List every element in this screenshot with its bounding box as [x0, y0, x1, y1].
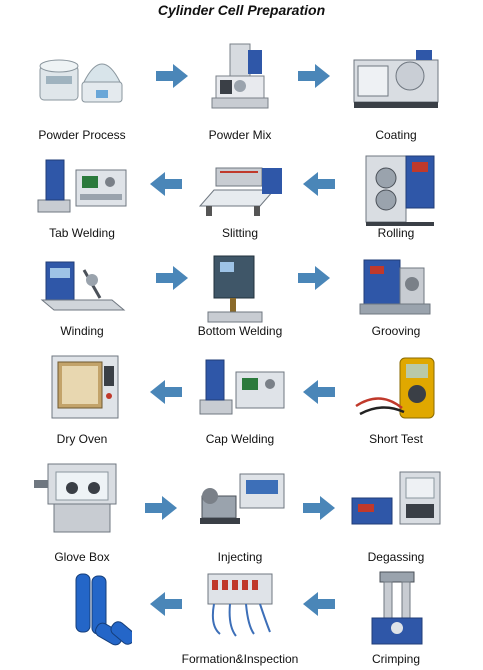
winding-machine-icon	[40, 261, 126, 311]
step-grooving: Grooving	[326, 250, 466, 350]
step-tab-welding: Tab Welding	[12, 150, 152, 250]
diagram-title: Cylinder Cell Preparation	[157, 2, 326, 18]
step-slitting: Slitting	[170, 150, 310, 250]
degassing-machine-icon	[351, 471, 441, 525]
rolling-press-icon	[365, 155, 435, 226]
step-label: Winding	[60, 324, 104, 338]
step-bottom-welding: Bottom Welding	[170, 250, 310, 350]
coating-machine-icon	[353, 50, 439, 108]
arrow-right-icon	[156, 266, 188, 290]
step-rolling: Rolling	[326, 150, 466, 250]
step-crimping: Crimping	[326, 570, 466, 670]
arrow-left-icon	[303, 172, 335, 196]
formation-tester-icon	[207, 573, 273, 637]
step-label: Grooving	[371, 324, 421, 338]
step-label: Injecting	[217, 550, 263, 564]
step-degassing: Degassing	[326, 460, 466, 564]
step-label: Powder Process	[38, 128, 126, 142]
arrow-right-icon	[156, 64, 188, 88]
step-label: Short Test	[369, 432, 423, 446]
step-powder-mix: Powder Mix	[170, 36, 310, 142]
step-winding: Winding	[12, 250, 152, 350]
arrow-right-icon	[145, 496, 177, 520]
step-label: Bottom Welding	[197, 324, 283, 338]
step-coating: Coating	[326, 36, 466, 142]
step-label: Formation&Inspection	[181, 652, 299, 666]
arrow-left-icon	[150, 172, 182, 196]
step-cylinder-cells	[12, 570, 152, 670]
crimping-machine-icon	[371, 571, 423, 645]
step-short-test: Short Test	[326, 350, 466, 450]
arrow-right-icon	[298, 266, 330, 290]
step-label: Cap Welding	[205, 432, 275, 446]
tab-welder-icon	[37, 159, 127, 213]
step-label: Degassing	[367, 550, 425, 564]
arrow-right-icon	[303, 496, 335, 520]
step-formation-inspection: Formation&Inspection	[170, 570, 310, 670]
step-label: Dry Oven	[56, 432, 108, 446]
powder-mixer-machine-icon	[211, 43, 269, 109]
injecting-machine-icon	[200, 473, 285, 524]
step-dry-oven: Dry Oven	[12, 350, 152, 450]
arrow-left-icon	[303, 592, 335, 616]
step-injecting: Injecting	[170, 460, 310, 564]
step-cap-welding: Cap Welding	[170, 350, 310, 450]
arrow-left-icon	[150, 380, 182, 404]
step-label: Slitting	[221, 226, 259, 240]
step-label: Powder Mix	[208, 128, 272, 142]
multimeter-icon	[355, 357, 435, 419]
step-powder-process: Powder Process	[12, 36, 152, 142]
glove-box-icon	[34, 463, 117, 533]
cap-welder-icon	[199, 359, 285, 415]
arrow-left-icon	[150, 592, 182, 616]
bottom-welder-icon	[207, 255, 263, 323]
arrow-left-icon	[303, 380, 335, 404]
grooving-machine-icon	[359, 259, 431, 315]
step-label: Rolling	[377, 226, 415, 240]
step-glove-box: Glove Box	[12, 460, 152, 564]
arrow-right-icon	[298, 64, 330, 88]
cylinder-cells-icon	[75, 573, 132, 646]
step-label: Glove Box	[54, 550, 110, 564]
dry-oven-icon	[51, 355, 119, 419]
step-label: Coating	[375, 128, 417, 142]
step-label: Tab Welding	[49, 226, 115, 240]
step-label: Crimping	[371, 652, 420, 666]
powder-process-machine-icon	[39, 59, 123, 103]
slitting-machine-icon	[198, 167, 282, 216]
